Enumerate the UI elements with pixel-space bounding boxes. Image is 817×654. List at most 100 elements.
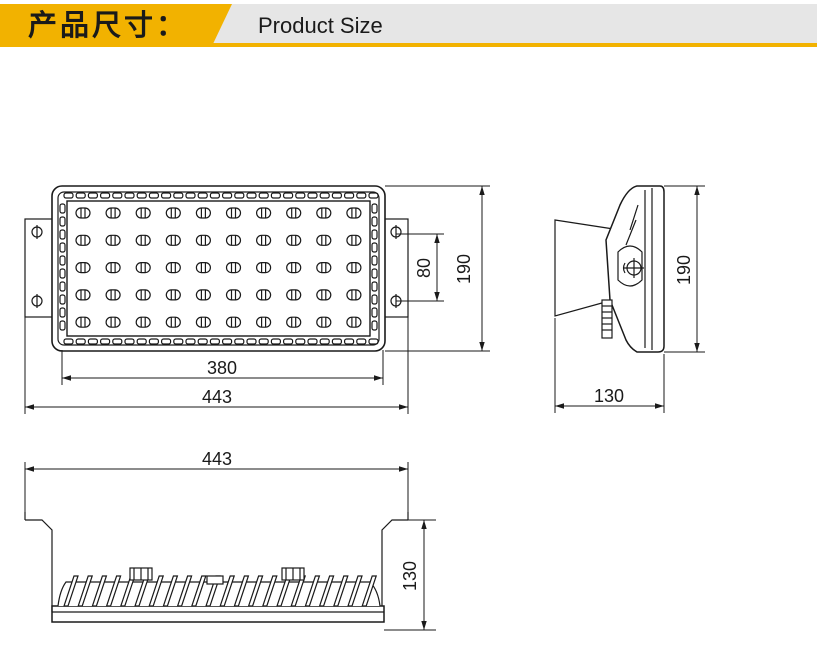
fin-slot <box>63 192 74 199</box>
fin-slot <box>234 338 245 345</box>
led-lens <box>75 262 91 274</box>
heatsink-fin <box>190 575 207 607</box>
fin-slot <box>136 338 147 345</box>
led-lens <box>225 234 242 246</box>
led-lens <box>165 207 181 219</box>
fin-slot <box>356 338 367 345</box>
led-lens <box>165 289 181 301</box>
fin-slot <box>283 338 294 345</box>
side-view <box>554 185 665 353</box>
side-fin-block <box>601 299 613 339</box>
side-fin-lines <box>625 204 639 246</box>
heatsink-fin <box>318 575 335 607</box>
heatsink-fin <box>148 575 165 607</box>
heatsink-fin <box>332 575 349 607</box>
led-lens <box>195 234 211 246</box>
led-lens <box>135 316 151 328</box>
heatsink-fin <box>304 575 321 607</box>
led-lens <box>195 289 211 301</box>
heatsink-fin <box>162 575 179 607</box>
fin-slot <box>371 229 378 240</box>
header-title-cn: 产品尺寸： <box>28 8 189 42</box>
led-lens <box>316 262 332 274</box>
fin-slot <box>295 192 306 199</box>
fin-slot <box>356 192 367 199</box>
led-lens <box>165 316 181 328</box>
led-lens <box>105 289 121 301</box>
dim-label-380: 380 <box>207 358 237 378</box>
fin-slot <box>371 203 378 214</box>
led-lens <box>316 207 332 219</box>
header-underline <box>0 43 817 47</box>
fin-slot <box>234 192 245 199</box>
led-lens <box>316 289 332 301</box>
fin-slot <box>112 338 123 345</box>
heatsink-fin <box>347 575 363 607</box>
led-lens <box>316 234 332 246</box>
led-lens <box>165 234 181 246</box>
led-lens <box>286 262 302 274</box>
fin-slot <box>75 192 86 199</box>
housing-fins-left <box>59 203 66 331</box>
fin-slot <box>59 216 66 227</box>
pivot-bolt-icon <box>622 258 644 278</box>
led-lens <box>105 234 121 246</box>
led-lens <box>195 262 211 274</box>
page-header: 产品尺寸： Product Size <box>0 0 817 50</box>
bottom-dim-label-443: 443 <box>202 449 232 469</box>
bottom-mount-bolts <box>129 567 305 585</box>
housing-fins-bottom <box>63 338 379 345</box>
fin-slot <box>246 338 257 345</box>
fin-slot <box>59 203 66 214</box>
led-lens <box>346 289 362 301</box>
heatsink-fin <box>361 575 378 607</box>
fin-slot <box>75 338 86 345</box>
fin-slot <box>368 192 379 199</box>
fin-slot <box>319 192 330 199</box>
bottom-heatsink-base <box>57 581 381 607</box>
fin-slot <box>331 192 342 199</box>
fin-slot <box>59 229 66 240</box>
fin-slot <box>59 242 66 253</box>
fin-slot <box>371 281 378 292</box>
lens-panel <box>66 200 371 337</box>
heatsink-fin <box>233 575 250 607</box>
fin-slot <box>258 338 269 345</box>
fin-slot <box>136 192 147 199</box>
led-lens <box>256 234 272 246</box>
fin-slot <box>59 294 66 305</box>
fin-slot <box>148 338 159 345</box>
fin-slot <box>371 216 378 227</box>
fin-slot <box>209 338 220 345</box>
housing-fins-top <box>63 192 379 199</box>
fin-slot <box>270 192 281 199</box>
fin-slot <box>295 338 306 345</box>
led-lens <box>135 234 151 246</box>
bottom-view <box>24 512 409 623</box>
led-lens <box>286 316 302 328</box>
fin-slot <box>173 192 184 199</box>
fin-slot <box>222 192 233 199</box>
led-lens <box>346 316 362 328</box>
heatsink-fin <box>247 575 264 607</box>
side-dimensions <box>554 185 705 413</box>
fin-slot <box>87 192 99 199</box>
side-dim-label-130: 130 <box>594 386 624 406</box>
heatsink-fin <box>261 575 278 607</box>
fin-slot <box>99 192 111 199</box>
fin-slot <box>283 192 294 199</box>
fin-slot <box>371 294 378 305</box>
fin-slot <box>161 192 172 199</box>
led-lens <box>346 262 362 274</box>
fin-slot <box>209 192 220 199</box>
led-lens <box>75 316 91 328</box>
fin-slot <box>185 338 196 345</box>
led-lens <box>135 262 151 274</box>
fin-slot <box>371 307 378 318</box>
dim-label-443: 443 <box>202 387 232 407</box>
dim-label-190: 190 <box>454 254 474 284</box>
heatsink-fin <box>77 575 94 607</box>
fin-slot <box>307 192 318 199</box>
heatsink-fin <box>219 575 236 607</box>
fin-slot <box>124 192 135 199</box>
